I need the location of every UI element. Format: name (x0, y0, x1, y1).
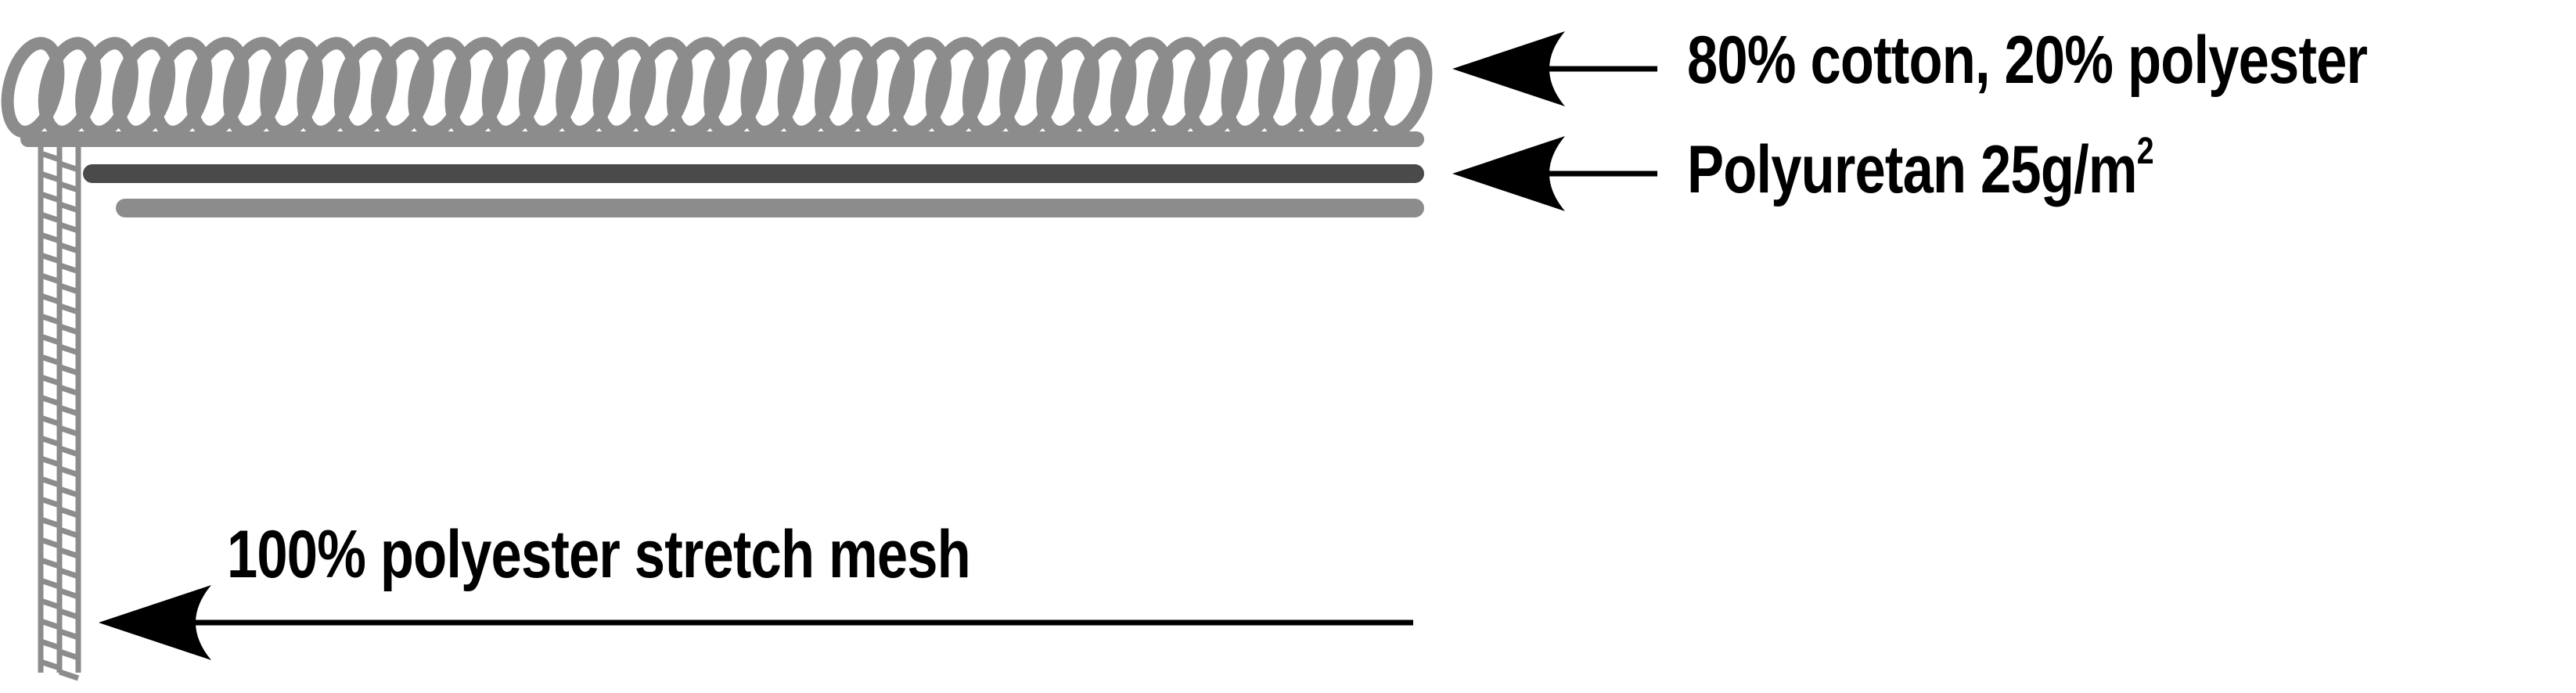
arrow-cotton (1452, 31, 1657, 106)
mesh-rung (58, 201, 80, 214)
mesh-rung (39, 516, 61, 529)
mesh-rung (58, 608, 80, 620)
mesh-rung (58, 526, 80, 539)
mesh-rung (58, 242, 80, 254)
mesh-rung (39, 272, 61, 285)
cotton-loop-layer (1, 37, 1433, 138)
mesh-rung (39, 211, 61, 224)
mesh-rung (39, 455, 61, 468)
mesh-rung (58, 628, 80, 641)
mesh-label: 100% polyester stretch mesh (227, 517, 971, 592)
mesh-rung (58, 323, 80, 336)
mesh-rung (39, 150, 61, 163)
polyuretan-label-superscript: 2 (2136, 131, 2154, 172)
mesh-rung (58, 303, 80, 315)
mesh-rung (58, 445, 80, 458)
mesh-rung (39, 496, 61, 508)
mesh-rung (58, 465, 80, 478)
mesh-rung (58, 506, 80, 519)
mesh-rung (58, 343, 80, 356)
mesh-rung (58, 567, 80, 580)
cotton-label: 80% cotton, 20% polyester (1687, 23, 2368, 98)
mesh-rung (39, 415, 61, 427)
mesh-rung (39, 435, 61, 447)
mesh-rung (39, 232, 61, 244)
mesh-rung (39, 577, 61, 590)
mesh-rung (39, 598, 61, 610)
mesh-rung (39, 659, 61, 671)
mesh-rung (58, 282, 80, 295)
mesh-rung (58, 486, 80, 498)
mesh-rung (58, 364, 80, 376)
mesh-rung (39, 394, 61, 407)
mesh-rung (58, 547, 80, 559)
mesh-rung (58, 221, 80, 234)
mesh-rung (58, 181, 80, 193)
mesh-rung (39, 618, 61, 630)
mesh-rung (58, 262, 80, 275)
mesh-rung (39, 191, 61, 203)
mesh-rung (58, 669, 80, 681)
mesh-rung (39, 354, 61, 366)
mesh-rung (39, 537, 61, 549)
cotton-loop (1, 37, 65, 138)
mesh-rung (39, 293, 61, 305)
mesh-rung (58, 384, 80, 397)
stretch-mesh-strip (38, 145, 81, 681)
mesh-rung (39, 313, 61, 325)
arrow-polyuretan (1452, 136, 1657, 211)
mesh-rung (39, 333, 61, 346)
mesh-rung (39, 252, 61, 264)
mesh-rung (39, 171, 61, 183)
polyuretan-label-text: Polyuretan 25g/m (1687, 132, 2138, 207)
polyuretan-label: Polyuretan 25g/m2 (1687, 133, 2154, 204)
mesh-rung (39, 557, 61, 569)
mesh-rung (39, 638, 61, 651)
mesh-rung (58, 425, 80, 437)
mesh-rung (58, 160, 80, 173)
mesh-rung (39, 374, 61, 386)
arrow-mesh (99, 585, 1413, 660)
mesh-rung (58, 587, 80, 600)
mesh-rung (58, 648, 80, 661)
mesh-rung (39, 476, 61, 488)
mesh-rung (58, 404, 80, 417)
cotton-loop (1369, 37, 1433, 138)
